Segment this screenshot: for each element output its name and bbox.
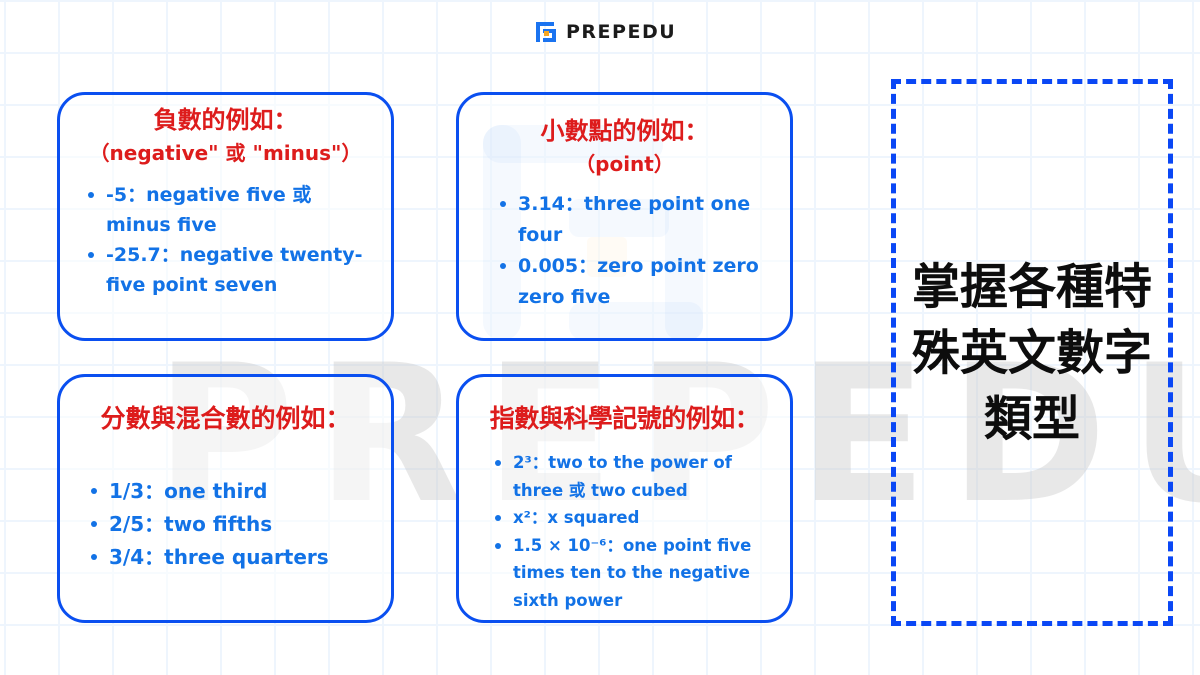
example-list: 3.14：three point one four 0.005：zero poi… [500,189,790,313]
example-list: 1/3：one third 2/5：two fifths 3/4：three q… [91,475,391,574]
side-panel-title: 掌握各種特殊英文數字類型 [911,258,1152,447]
card-title: 指數與科學記號的例如： [489,404,760,433]
card-title: 小數點的例如： [540,117,709,145]
exponents-card: 指數與科學記號的例如： 2³：two to the power of three… [456,374,793,623]
side-panel: 掌握各種特殊英文數字類型 [891,79,1173,626]
example-list: -5：negative five 或 minus five -25.7：nega… [88,180,391,300]
card-title: 負數的例如： [153,106,298,134]
list-item: 1/3：one third [91,475,391,508]
fractions-card: 分數與混合數的例如： 1/3：one third 2/5：two fifths … [57,374,394,623]
brand-logo: PREPEDU [534,20,676,44]
brand-name: PREPEDU [566,21,677,43]
list-item: 3.14：three point one four [500,189,790,251]
negative-numbers-card: 負數的例如： （negative" 或 "minus"） -5：negative… [57,92,394,341]
list-item: 2³：two to the power of three 或 two cubed [495,449,783,504]
card-title: 分數與混合數的例如： [100,404,351,433]
list-item: 1.5 × 10⁻⁶：one point five times ten to t… [495,532,783,615]
prepedu-logo-icon [536,22,556,42]
decimals-card: 小數點的例如： （point） 3.14：three point one fou… [456,92,793,341]
card-subtitle: （negative" 或 "minus"） [89,141,362,165]
list-item: -5：negative five 或 minus five [88,180,381,240]
list-item: 3/4：three quarters [91,541,391,574]
list-item: -25.7：negative twenty-five point seven [88,240,381,300]
list-item: 0.005：zero point zero zero five [500,251,790,313]
example-list: 2³：two to the power of three 或 two cubed… [495,449,790,615]
list-item: 2/5：two fifths [91,508,391,541]
card-subtitle: （point） [575,152,674,176]
list-item: x²：x squared [495,504,783,532]
